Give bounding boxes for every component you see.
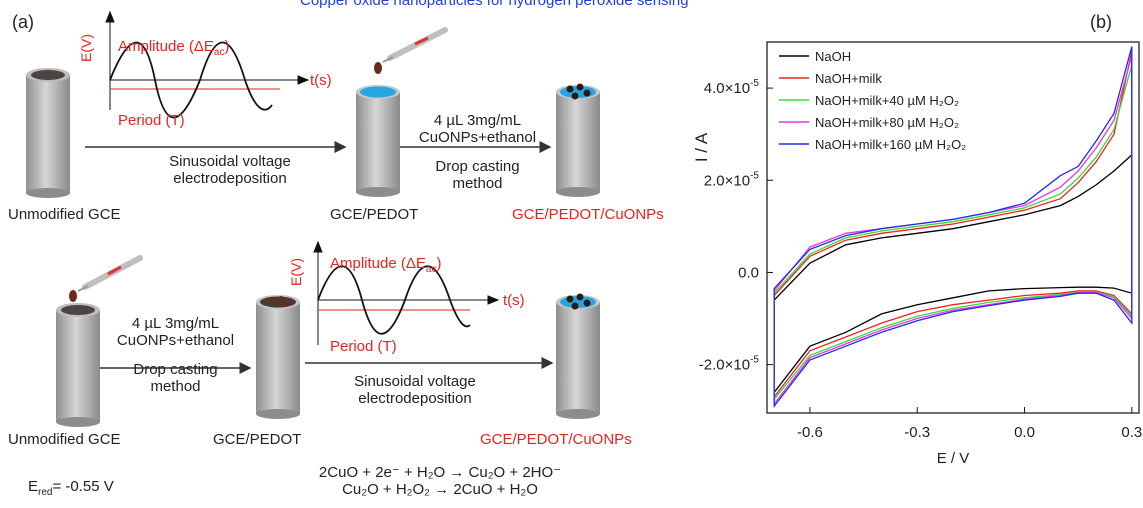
reaction-equations: 2CuO + 2e⁻ + H₂O → Cu₂O + 2HO⁻ Cu₂O + H₂… xyxy=(290,463,590,498)
electrode-unmodified-1 xyxy=(26,68,70,198)
label-unmodified-gce-2: Unmodified GCE xyxy=(8,431,121,448)
cv-curve-0 xyxy=(773,153,1133,395)
figure-title: Copper oxide nanoparticles for hydrogen … xyxy=(300,0,689,9)
reduction-potential: Ered= -0.55 V xyxy=(28,478,114,498)
sine-wave-graph-2 xyxy=(313,240,500,345)
legend-label-3: NaOH+milk+80 µM H₂O₂ xyxy=(815,115,959,130)
x-axis-label-1: t(s) xyxy=(310,72,332,89)
panel-b-label: (b) xyxy=(1090,12,1112,32)
reaction-equation-1: 2CuO + 2e⁻ + H₂O → Cu₂O + 2HO⁻ xyxy=(318,464,562,481)
y-axis-label-2: E(V) xyxy=(288,258,304,286)
x-tick-label: -0.6 xyxy=(797,424,823,441)
x-axis-label: E / V xyxy=(937,450,970,467)
legend-label-0: NaOH xyxy=(815,49,851,64)
y-tick-label: -2.0×10-5 xyxy=(699,355,760,374)
electrode-pedot-1 xyxy=(356,85,400,197)
panel-a-label: (a) xyxy=(12,12,34,32)
electrode-pedot-2 xyxy=(256,295,300,419)
x-tick-label: 0.0 xyxy=(1014,424,1035,441)
y-tick-label: 0.0 xyxy=(738,264,759,281)
electrode-cuonps-1 xyxy=(556,83,600,197)
legend-label-1: NaOH+milk xyxy=(815,71,882,86)
label-gce-pedot-cuonps-2: GCE/PEDOT/CuONPs xyxy=(480,431,632,448)
label-gce-pedot-cuonps-1: GCE/PEDOT/CuONPs xyxy=(512,206,664,223)
pipette-icon-1 xyxy=(374,27,448,74)
amplitude-label-2: Amplitude (ΔEac) xyxy=(330,255,442,275)
reaction-equation-2: Cu₂O + H₂O₂ → 2CuO + H₂O xyxy=(342,481,538,498)
schematic-panel xyxy=(26,10,600,427)
pipette-icon-2 xyxy=(69,255,143,302)
electrode-unmodified-2 xyxy=(56,303,100,427)
label-gce-pedot-2: GCE/PEDOT xyxy=(213,431,302,448)
amplitude-label-1: Amplitude (ΔEac) xyxy=(118,38,230,58)
cv-curve-4 xyxy=(773,46,1133,409)
label-gce-pedot-1: GCE/PEDOT xyxy=(330,206,419,223)
period-label-1: Period (T) xyxy=(118,112,185,129)
legend-label-2: NaOH+milk+40 µM H₂O₂ xyxy=(815,93,959,108)
label-unmodified-gce-1: Unmodified GCE xyxy=(8,206,121,223)
period-label-2: Period (T) xyxy=(330,338,397,355)
y-tick-label: 2.0×10-5 xyxy=(704,170,760,189)
plot-frame xyxy=(766,41,1140,414)
sine-wave-graph-1 xyxy=(105,10,310,119)
cv-chart: -0.6 -0.3 0.0 0.3 4.0×10-5 2.0×10-5 0.0 -2.0×10… xyxy=(692,41,1142,467)
y-tick-label: 4.0×10-5 xyxy=(704,78,760,97)
x-tick-label: 0.3 xyxy=(1121,424,1142,441)
x-axis-label-2: t(s) xyxy=(503,292,525,309)
y-axis-label-1: E(V) xyxy=(78,34,94,62)
x-tick-label: -0.3 xyxy=(904,424,930,441)
y-axis-label: I / A xyxy=(692,132,711,162)
electrode-cuonps-2 xyxy=(556,293,600,419)
legend-label-4: NaOH+milk+160 µM H₂O₂ xyxy=(815,137,966,152)
cv-curve-3 xyxy=(773,55,1133,406)
